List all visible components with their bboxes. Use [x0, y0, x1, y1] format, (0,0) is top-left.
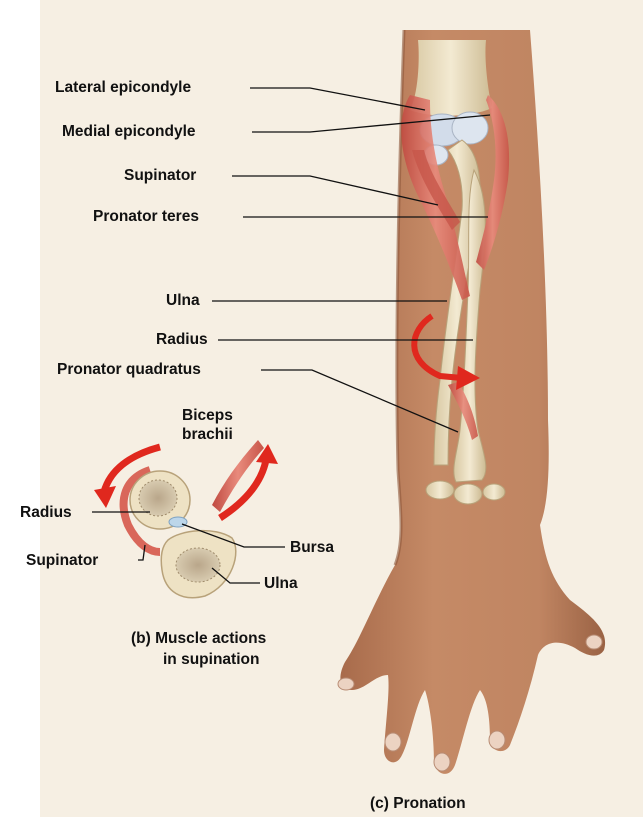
label-biceps: Biceps	[182, 407, 233, 424]
caption-c: (c) Pronation	[370, 795, 466, 812]
label-radius: Radius	[156, 331, 208, 348]
label-ulna: Ulna	[166, 292, 200, 309]
label-supinator: Supinator	[124, 167, 196, 184]
supination-inset	[94, 440, 278, 598]
label-pronator-quadratus: Pronator quadratus	[57, 361, 201, 378]
label-inset-supinator: Supinator	[26, 552, 98, 569]
label-bursa: Bursa	[290, 539, 334, 556]
caption-b-line2: in supination	[163, 651, 259, 668]
label-inset-radius: Radius	[20, 504, 72, 521]
label-pronator-teres: Pronator teres	[93, 208, 199, 225]
caption-b-line1: (b) Muscle actions	[131, 630, 266, 647]
label-medial-epicondyle: Medial epicondyle	[62, 123, 196, 140]
label-lateral-epicondyle: Lateral epicondyle	[55, 79, 191, 96]
label-brachii: brachii	[182, 426, 233, 443]
label-inset-ulna: Ulna	[264, 575, 298, 592]
